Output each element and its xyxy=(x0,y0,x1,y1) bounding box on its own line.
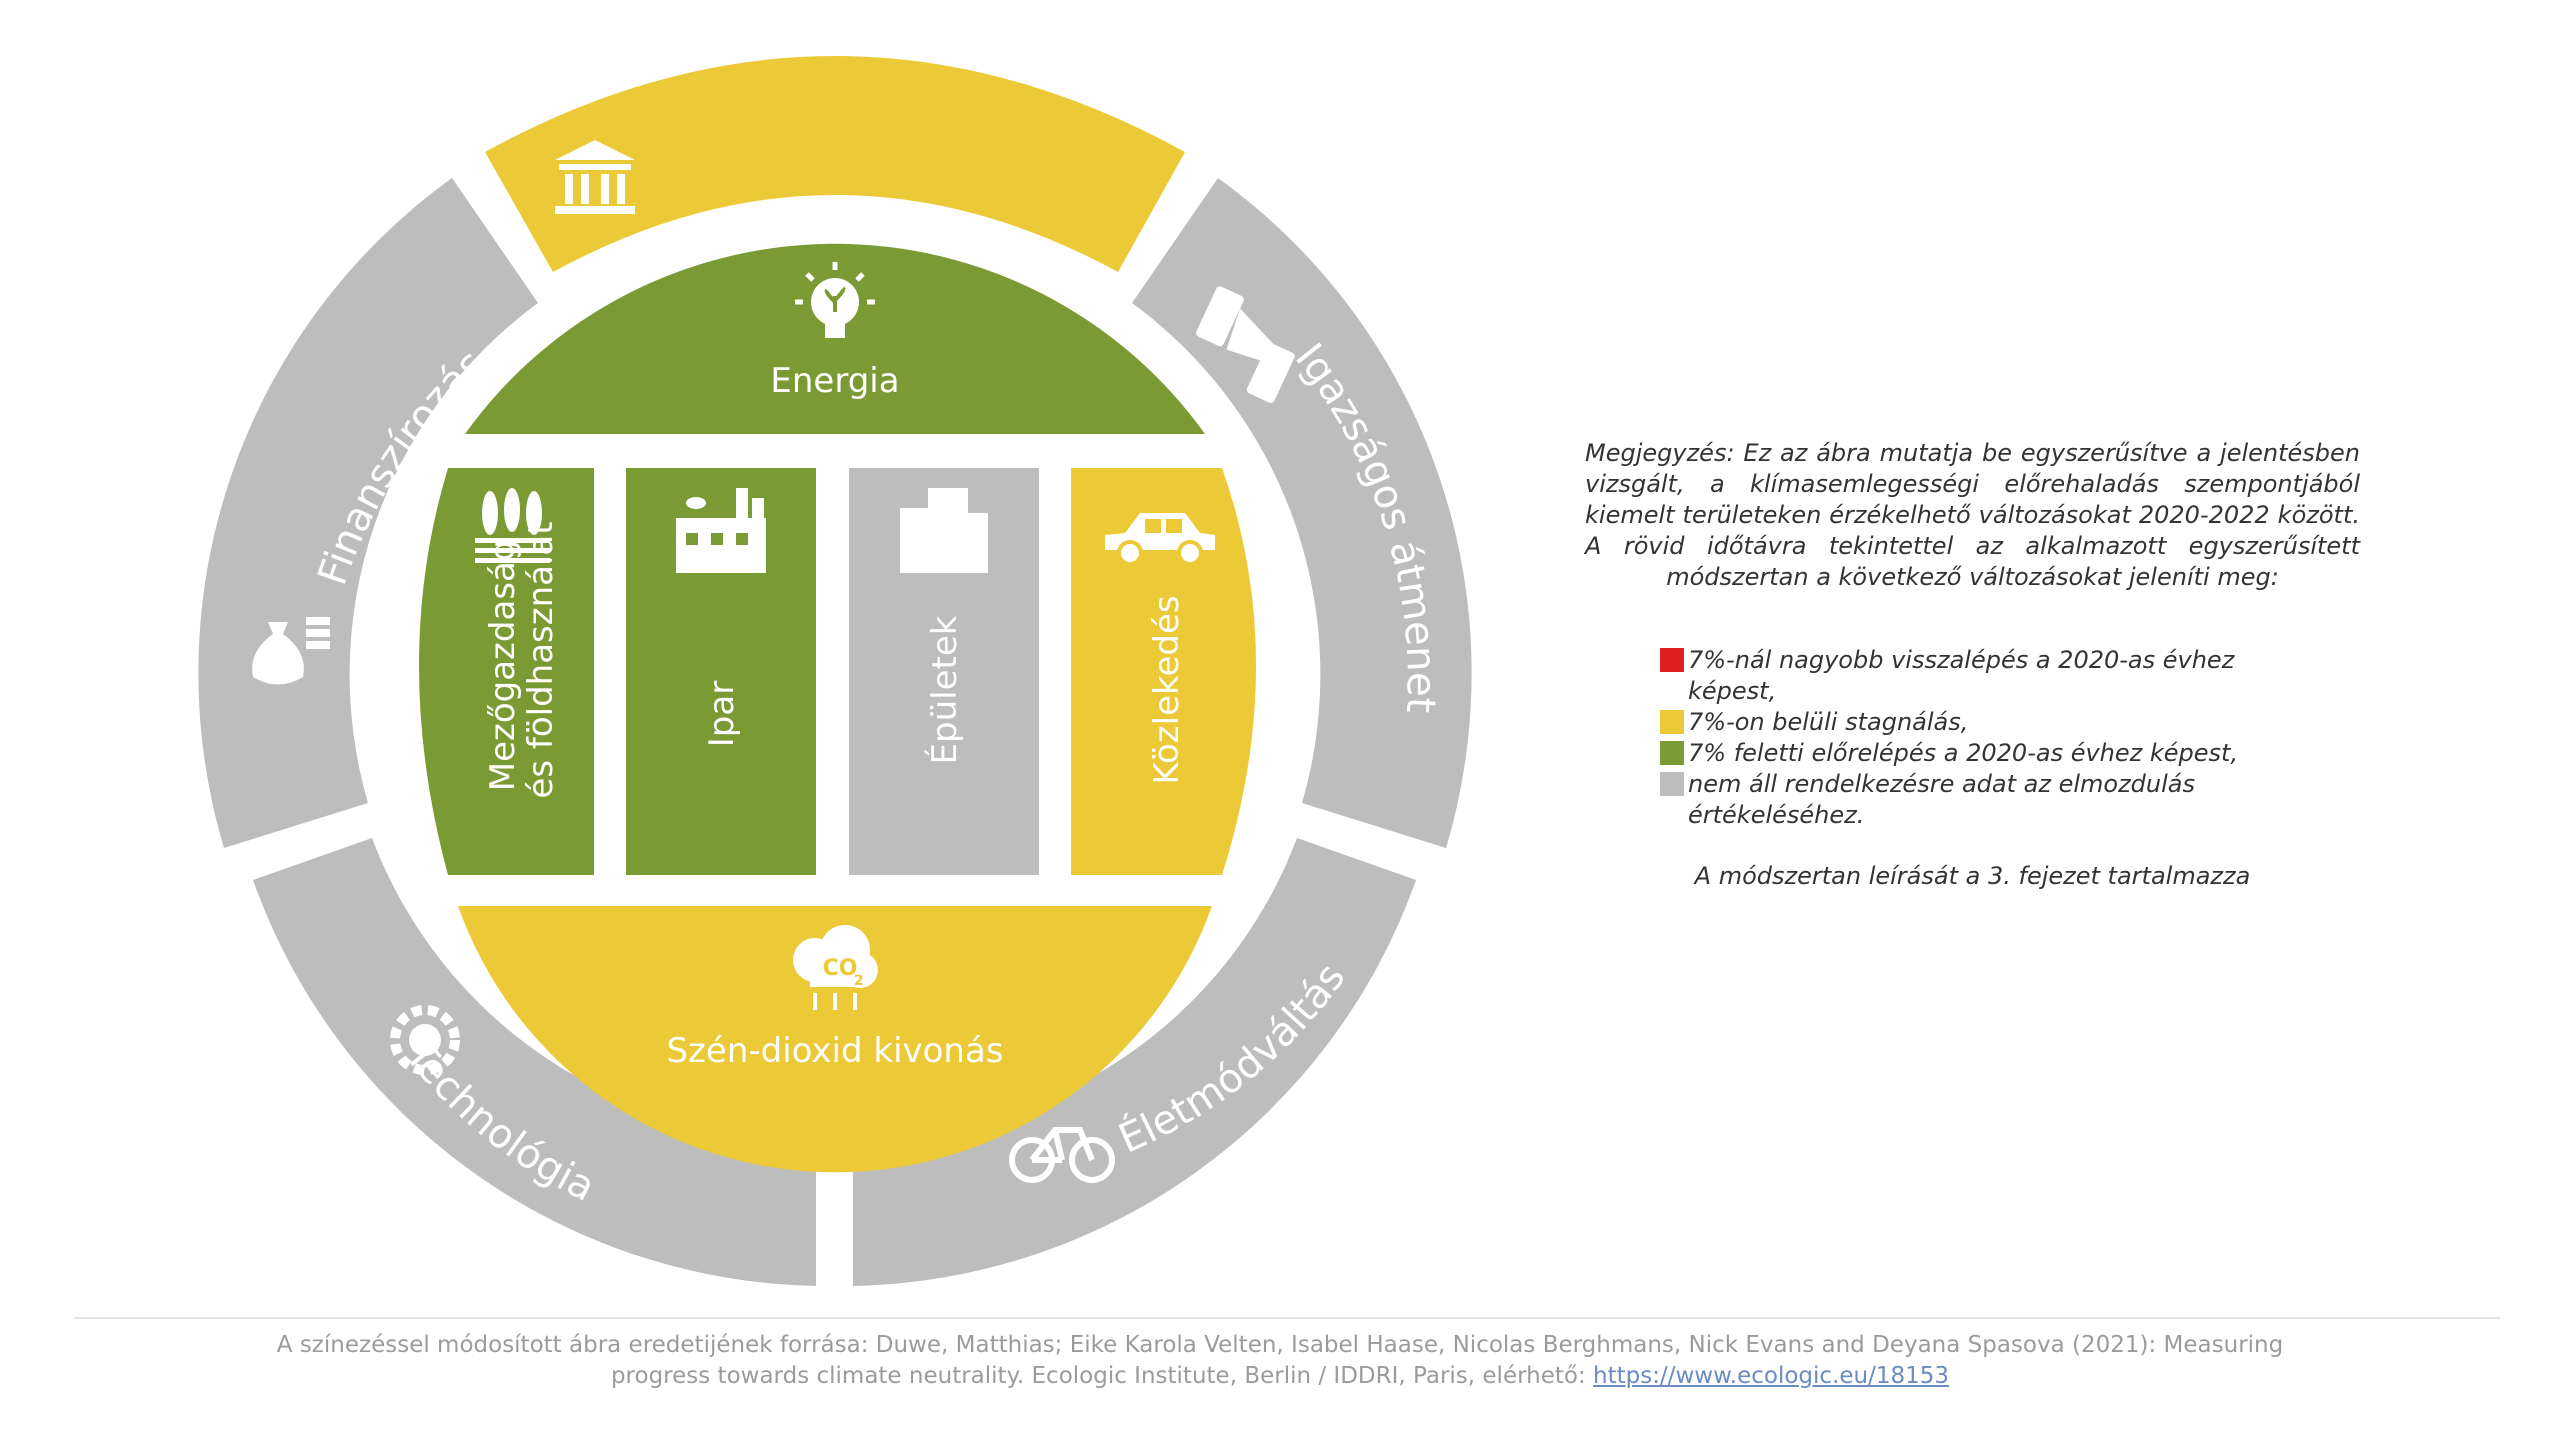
legend-swatch-red xyxy=(1660,648,1684,672)
co2-label: CO xyxy=(823,956,858,981)
ring-segment-technology[interactable] xyxy=(253,838,816,1286)
source-citation: A színezéssel módosított ábra eredetijén… xyxy=(180,1330,2380,1392)
co2-cloud-icon: CO 2 xyxy=(793,925,878,1010)
bar-label-agriculture: Mezőgazdaság és földhasználat xyxy=(483,521,561,798)
technology-gear-icon xyxy=(390,1005,460,1075)
legend-text-yellow: 7%-on belüli stagnálás, xyxy=(1688,708,1969,736)
bar-label-transport: Közlekedés xyxy=(1147,595,1187,784)
co2-subscript: 2 xyxy=(854,973,864,989)
source-line-2: progress towards climate neutrality. Eco… xyxy=(180,1361,2380,1392)
government-building-icon xyxy=(555,140,635,214)
ring-segment-just-transition[interactable] xyxy=(1132,178,1472,848)
bar-label-industry: Ipar xyxy=(702,681,742,747)
wheat-icon xyxy=(475,488,550,563)
core-carbon-removal[interactable] xyxy=(458,906,1212,1173)
legend-item-gray: nem áll rendelkezésre adat az elmozdulás… xyxy=(1660,769,2300,831)
core-energia[interactable] xyxy=(465,243,1205,434)
legend-swatch-green xyxy=(1660,741,1684,765)
handshake-icon xyxy=(1196,286,1295,403)
core-bar-agriculture[interactable] xyxy=(419,468,594,875)
legend-swatch-gray xyxy=(1660,772,1684,796)
source-link[interactable]: https://www.ecologic.eu/18153 xyxy=(1593,1363,1950,1389)
diagram-note: Megjegyzés: Ez az ábra mutatja be egysze… xyxy=(1585,439,2360,591)
legend-item-green: 7% feletti előrelépés a 2020-as évhez ké… xyxy=(1660,738,2300,769)
legend-swatch-yellow xyxy=(1660,710,1684,734)
inner-core xyxy=(419,243,1256,1173)
bar-label-buildings: Épületek xyxy=(924,615,965,764)
source-line-2-text: progress towards climate neutrality. Eco… xyxy=(610,1363,1594,1389)
lightbulb-icon xyxy=(795,262,875,338)
core-label-carbon-removal: Szén-dioxid kivonás xyxy=(666,1031,1003,1071)
legend-item-yellow: 7%-on belüli stagnálás, xyxy=(1660,707,2300,738)
building-icon xyxy=(900,488,988,573)
money-bag-icon xyxy=(252,617,330,685)
legend-item-red: 7%-nál nagyobb visszalépés a 2020-as évh… xyxy=(1660,645,2300,707)
bicycle-icon xyxy=(1009,1127,1115,1183)
legend-text-red: 7%-nál nagyobb visszalépés a 2020-as évh… xyxy=(1688,646,2235,705)
source-line-1: A színezéssel módosított ábra eredetijén… xyxy=(276,1332,2284,1358)
ring-segment-governance[interactable] xyxy=(485,56,1185,272)
core-bar-transport[interactable] xyxy=(1071,468,1256,875)
legend-text-green: 7% feletti előrelépés a 2020-as évhez ké… xyxy=(1688,739,2239,767)
footer-divider xyxy=(74,1317,2500,1319)
ring-segment-lifestyle[interactable] xyxy=(853,838,1416,1286)
ring-label-governance: Klímakormányzási rendszer xyxy=(565,0,1106,51)
legend: 7%-nál nagyobb visszalépés a 2020-as évh… xyxy=(1660,645,2300,831)
climate-neutrality-diagram: Klímakormányzási rendszer Finanszírozás … xyxy=(198,0,1472,1286)
legend-text-gray: nem áll rendelkezésre adat az elmozdulás… xyxy=(1688,770,2195,829)
factory-icon xyxy=(676,488,766,573)
method-note: A módszertan leírását a 3. fejezet tarta… xyxy=(1694,862,2251,890)
car-icon xyxy=(1105,513,1215,566)
core-label-energia: Energia xyxy=(770,361,899,401)
